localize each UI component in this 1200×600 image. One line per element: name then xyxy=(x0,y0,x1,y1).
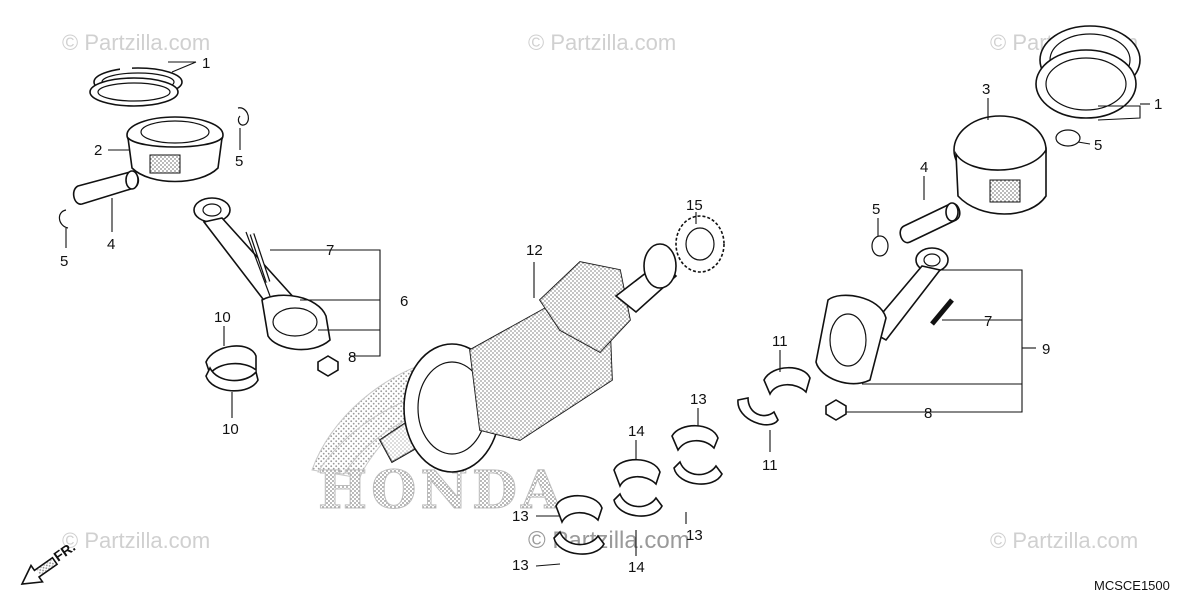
piston-rings-left xyxy=(89,66,183,107)
clip-left-a xyxy=(58,209,69,229)
bearing-13-right-bottom xyxy=(673,460,723,485)
rod-nut-right xyxy=(825,399,847,421)
bearing-10-bottom xyxy=(205,366,259,392)
front-direction-arrow xyxy=(20,556,59,585)
honda-logo-text: HONDA xyxy=(318,460,565,521)
watermark-bottom-left: © Partzilla.com xyxy=(62,528,210,553)
callout-12: 12 xyxy=(526,242,543,259)
callout-13-c: 13 xyxy=(512,557,529,574)
diagram-code: MCSCE1500 xyxy=(1094,578,1170,593)
callout-10-top: 10 xyxy=(214,309,231,326)
clip-left-b xyxy=(237,107,250,126)
callout-2: 2 xyxy=(94,142,102,159)
callout-5-c: 5 xyxy=(1094,137,1102,154)
watermark-bottom-center: © Partzilla.com xyxy=(528,527,690,554)
callout-4-right: 4 xyxy=(920,159,928,176)
callout-14-bottom: 14 xyxy=(628,559,645,576)
callout-11-bottom: 11 xyxy=(762,457,778,474)
callout-1-left: 1 xyxy=(202,55,210,72)
bearing-14-bottom xyxy=(613,492,663,517)
callout-13-b: 13 xyxy=(512,508,529,525)
bearing-13-left-bottom xyxy=(553,530,605,555)
callout-5-d: 5 xyxy=(872,201,880,218)
callout-11-top: 11 xyxy=(772,333,788,350)
callout-4-left: 4 xyxy=(107,236,115,253)
watermark-top-center: © Partzilla.com xyxy=(528,30,676,55)
callout-8-left: 8 xyxy=(348,349,356,366)
bearing-11-bottom xyxy=(737,397,779,426)
piston-pin-right xyxy=(899,202,961,244)
bearing-13-left-top xyxy=(555,495,603,524)
rod-nut-left xyxy=(317,355,339,377)
callout-13-d: 13 xyxy=(686,527,703,544)
piston-rings-right xyxy=(1035,25,1141,119)
callout-8-right: 8 xyxy=(924,405,932,422)
rod-bolt-left xyxy=(249,233,271,283)
connecting-rod-left xyxy=(193,197,331,351)
clip-right-a xyxy=(1055,129,1081,147)
piston-left xyxy=(126,116,224,183)
callout-6: 6 xyxy=(400,293,408,310)
callout-7-left: 7 xyxy=(326,242,334,259)
crankshaft xyxy=(378,243,678,473)
piston-right xyxy=(953,115,1047,215)
piston-pin-left xyxy=(72,170,140,205)
callout-15: 15 xyxy=(686,197,703,214)
clip-right-b xyxy=(871,235,889,257)
bearing-14-top xyxy=(613,459,661,488)
watermark-bottom-right: © Partzilla.com xyxy=(990,528,1138,553)
callout-3: 3 xyxy=(982,81,990,98)
watermark-top-left: © Partzilla.com xyxy=(62,30,210,55)
callout-10-bottom: 10 xyxy=(222,421,239,438)
callout-9: 9 xyxy=(1042,341,1050,358)
callout-13-a: 13 xyxy=(690,391,707,408)
bearing-13-right-top xyxy=(671,425,719,452)
callout-14-top: 14 xyxy=(628,423,645,440)
bearing-11-top xyxy=(763,367,811,396)
timing-sprocket xyxy=(675,215,725,273)
leader-lines xyxy=(65,61,1150,567)
rod-bolt-right xyxy=(930,298,954,326)
connecting-rod-right xyxy=(815,247,949,385)
callout-7-right: 7 xyxy=(984,313,992,330)
callout-1-right: 1 xyxy=(1154,96,1162,113)
callout-5-b: 5 xyxy=(235,153,243,170)
callout-5-a: 5 xyxy=(60,253,68,270)
bearing-10-top xyxy=(205,345,257,376)
